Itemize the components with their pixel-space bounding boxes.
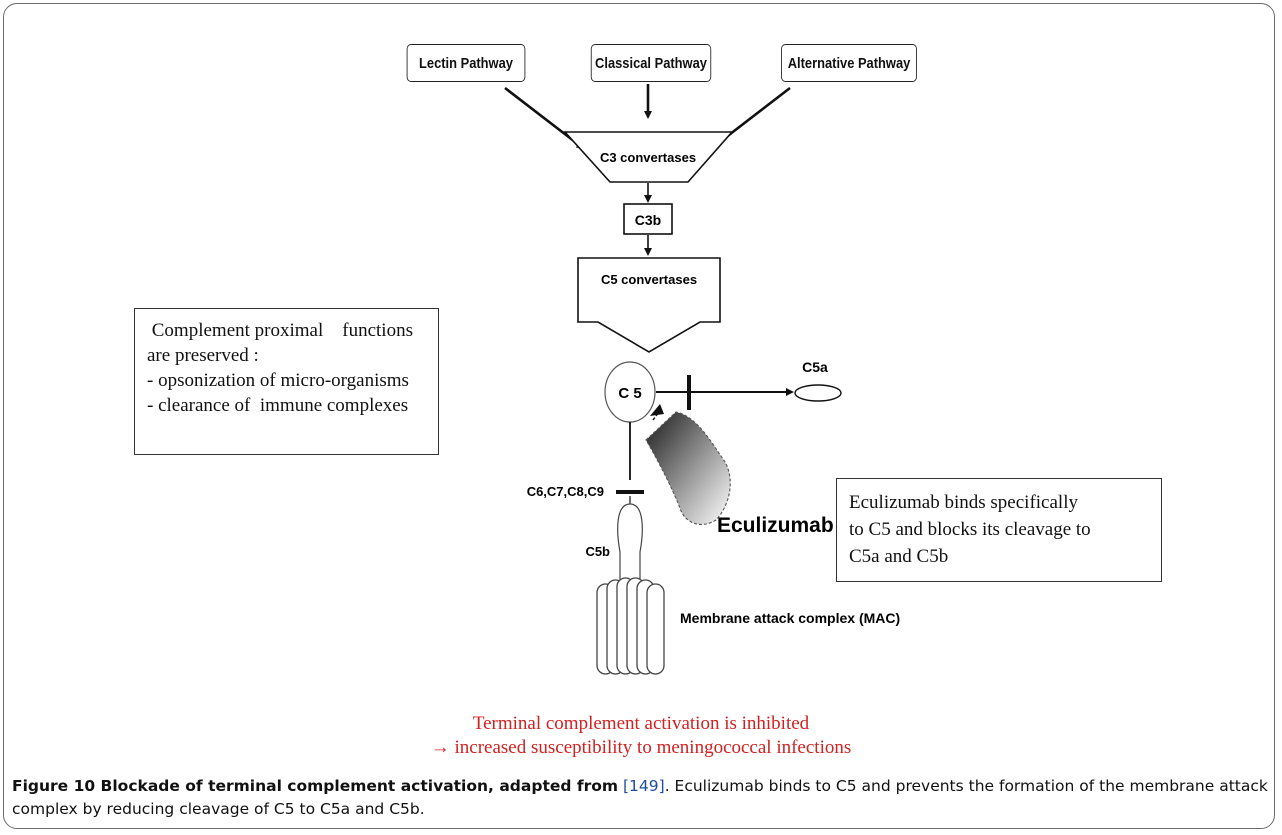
mac-shape bbox=[596, 577, 665, 675]
proximal-line-4: - clearance of immune complexes bbox=[147, 395, 409, 416]
c5a-ellipse bbox=[794, 384, 842, 402]
eculizumab-info-line-2: to C5 and blocks its cleavage to bbox=[849, 519, 1091, 540]
eculizumab-label: Eculizumab bbox=[717, 514, 834, 537]
proximal-functions-box: Complement proximal functions are preser… bbox=[134, 308, 439, 455]
c3-convertases-label: C3 convertases bbox=[600, 150, 696, 165]
c3b-label: C3b bbox=[635, 212, 661, 228]
proximal-line-3: - opsonization of micro-organisms bbox=[147, 370, 409, 391]
binding-arrow-head bbox=[650, 404, 664, 416]
c5-label: C 5 bbox=[618, 385, 641, 402]
c5b-label: C5b bbox=[585, 544, 610, 559]
eculizumab-info-box: Eculizumab binds specifically to C5 and … bbox=[836, 478, 1162, 582]
proximal-line-2: are preserved : bbox=[147, 345, 259, 366]
c6-c9-label: C6,C7,C8,C9 bbox=[527, 484, 604, 499]
caption-body: . Eculizumab binds to C5 and prevents th… bbox=[12, 777, 1268, 818]
eculizumab-info-line-3: C5a and C5b bbox=[849, 546, 949, 567]
conclusion-line-1: Terminal complement activation is inhibi… bbox=[472, 713, 810, 734]
c5a-label: C5a bbox=[802, 359, 828, 375]
classical-pathway-box: Classical Pathway bbox=[590, 44, 712, 82]
eculizumab-info-line-1: Eculizumab binds specifically bbox=[849, 492, 1078, 513]
mac-label: Membrane attack complex (MAC) bbox=[680, 610, 900, 626]
c3b-box bbox=[623, 203, 673, 235]
c5-convertases-shape bbox=[577, 257, 721, 353]
lectin-pathway-box: Lectin Pathway bbox=[406, 44, 526, 82]
alternative-pathway-box: Alternative Pathway bbox=[781, 44, 917, 82]
proximal-line-1: Complement proximal functions bbox=[147, 320, 413, 341]
figure-caption: Figure 10 Blockade of terminal complemen… bbox=[12, 775, 1270, 821]
c3-convertases-shape bbox=[563, 131, 734, 183]
conclusion-line-2: → increased susceptibility to meningococ… bbox=[430, 737, 852, 758]
caption-title: Figure 10 Blockade of terminal complemen… bbox=[12, 777, 619, 795]
caption-reference[interactable]: [149] bbox=[623, 777, 665, 795]
eculizumab-antibody-shape bbox=[645, 411, 731, 525]
c5-convertases-label: C5 convertases bbox=[601, 272, 697, 287]
